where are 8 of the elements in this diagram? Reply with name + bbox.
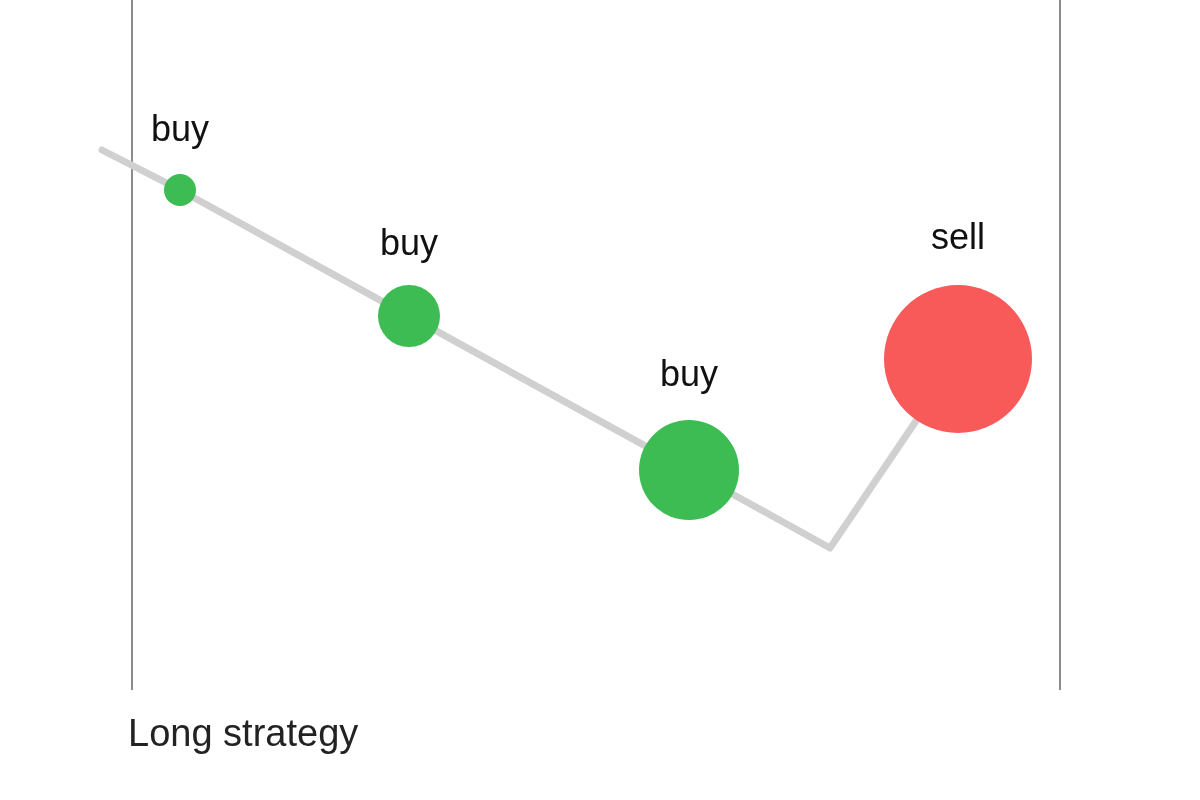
trade-action-label: buy [660, 353, 718, 395]
price-line [98, 146, 170, 187]
price-line [432, 327, 649, 450]
trade-action-label: buy [380, 222, 438, 264]
caption: Long strategy [128, 712, 359, 755]
trade-action-label: sell [931, 216, 985, 258]
trade-action-label: buy [151, 108, 209, 150]
price-line [729, 416, 920, 552]
